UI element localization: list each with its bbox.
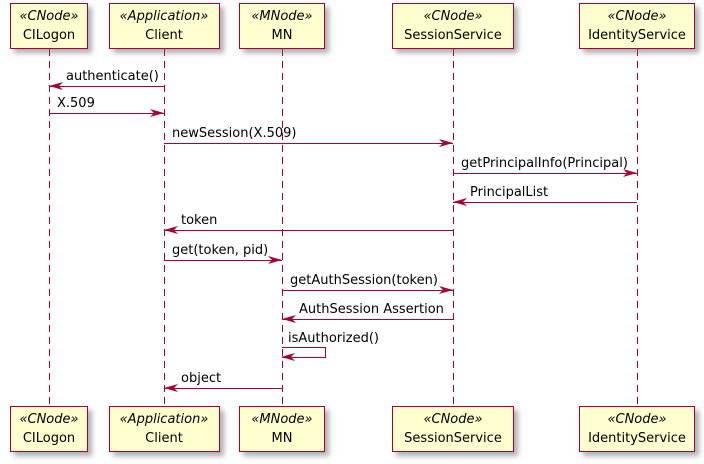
message-client-to-sessionservice: newSession(X.509) [164, 126, 453, 147]
message-mn-to-sessionservice: getAuthSession(token) [282, 273, 453, 294]
arrowhead-icon [439, 286, 453, 294]
arrowhead-icon [49, 82, 63, 90]
participant-stereotype: «Application» [119, 9, 209, 24]
participant-stereotype: «CNode» [423, 9, 483, 24]
lifeline-sessionservice [452, 49, 454, 406]
participant-sessionservice-bottom: «CNode» SessionService [392, 406, 514, 452]
lifeline-client [163, 49, 165, 406]
participant-sessionservice-top: «CNode» SessionService [392, 3, 514, 49]
participant-stereotype: «Application» [119, 412, 209, 427]
participant-identityservice-top: «CNode» IdentityService [579, 3, 695, 49]
lifeline-mn [281, 49, 283, 406]
participant-name: CILogon [22, 431, 76, 446]
participant-cilogon-top: «CNode» CILogon [10, 3, 88, 49]
arrowhead-icon [623, 169, 637, 177]
participant-stereotype: «CNode» [607, 9, 667, 24]
participant-identityservice-bottom: «CNode» IdentityService [579, 406, 695, 452]
message-label: PrincipalList [470, 185, 549, 200]
participant-name: SessionService [404, 28, 502, 43]
participant-cilogon-bottom: «CNode» CILogon [10, 406, 88, 452]
participant-mn-top: «MNode» MN [239, 3, 325, 49]
message-cilogon-to-client: X.509 [49, 96, 164, 117]
participant-client-top: «Application» Client [108, 3, 220, 49]
message-label: AuthSession Assertion [299, 302, 444, 317]
message-label: object [181, 371, 222, 386]
lifeline-identityservice [636, 49, 638, 406]
arrowhead-icon [281, 353, 295, 361]
participant-stereotype: «CNode» [423, 412, 483, 427]
participant-name: CILogon [22, 28, 76, 43]
arrowhead-icon [282, 315, 296, 323]
message-self-mn: isAuthorized() [281, 331, 379, 361]
participant-stereotype: «CNode» [607, 412, 667, 427]
participant-name: MN [271, 28, 293, 43]
message-sessionservice-to-identityservice: getPrincipalInfo(Principal) [453, 156, 637, 177]
arrowhead-icon [439, 139, 453, 147]
message-label: newSession(X.509) [172, 126, 297, 141]
participant-name: Client [145, 431, 183, 446]
participant-client-bottom: «Application» Client [108, 406, 220, 452]
participant-mn-bottom: «MNode» MN [239, 406, 325, 452]
participant-stereotype: «CNode» [19, 9, 79, 24]
arrowhead-icon [164, 226, 178, 234]
message-label: isAuthorized() [288, 331, 379, 346]
message-label: getPrincipalInfo(Principal) [461, 156, 628, 171]
message-label: getAuthSession(token) [290, 273, 438, 288]
arrowhead-icon [268, 256, 282, 264]
participant-name: MN [271, 431, 293, 446]
arrowhead-icon [164, 384, 178, 392]
participant-name: Client [145, 28, 183, 43]
message-identityservice-to-sessionservice: PrincipalList [453, 185, 637, 206]
participant-stereotype: «MNode» [251, 9, 313, 24]
message-label: get(token, pid) [172, 243, 269, 258]
message-label: token [181, 213, 218, 228]
arrowhead-icon [150, 109, 164, 117]
message-sessionservice-to-mn: AuthSession Assertion [282, 302, 453, 323]
participant-stereotype: «MNode» [251, 412, 313, 427]
participant-stereotype: «CNode» [19, 412, 79, 427]
arrowhead-icon [453, 198, 467, 206]
message-sessionservice-to-client: token [164, 213, 453, 234]
message-label: authenticate() [66, 69, 159, 84]
message-label: X.509 [57, 96, 95, 111]
message-mn-to-client: object [164, 371, 282, 392]
participant-name: SessionService [404, 431, 502, 446]
participant-name: IdentityService [588, 28, 686, 43]
participant-name: IdentityService [588, 431, 686, 446]
message-client-to-cilogon: authenticate() [49, 69, 164, 90]
message-client-to-mn: get(token, pid) [164, 243, 282, 264]
lifeline-cilogon [48, 49, 50, 406]
